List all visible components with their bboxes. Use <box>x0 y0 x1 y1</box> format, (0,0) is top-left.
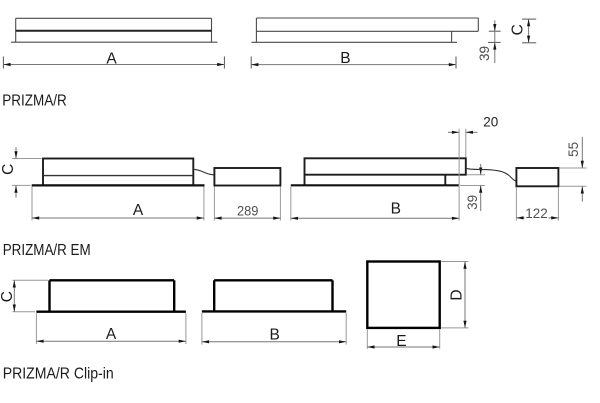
svg-text:A: A <box>106 326 117 343</box>
svg-text:C: C <box>0 164 17 175</box>
svg-text:122: 122 <box>525 206 548 221</box>
svg-text:289: 289 <box>237 203 259 218</box>
svg-text:A: A <box>106 51 117 68</box>
svg-text:39: 39 <box>465 195 480 210</box>
svg-text:PRIZMA/R EM: PRIZMA/R EM <box>3 242 91 259</box>
svg-text:39: 39 <box>477 46 492 61</box>
svg-text:C: C <box>0 291 16 302</box>
svg-text:D: D <box>449 289 466 300</box>
svg-text:55: 55 <box>566 142 581 157</box>
svg-text:B: B <box>340 50 350 67</box>
svg-text:C: C <box>509 24 526 35</box>
svg-text:B: B <box>391 200 401 217</box>
svg-text:PRIZMA/R: PRIZMA/R <box>2 93 67 110</box>
svg-text:B: B <box>270 326 280 343</box>
svg-text:PRIZMA/R Clip-in: PRIZMA/R Clip-in <box>3 366 114 383</box>
svg-text:20: 20 <box>483 115 498 130</box>
svg-text:E: E <box>396 333 406 350</box>
svg-text:A: A <box>133 202 144 219</box>
